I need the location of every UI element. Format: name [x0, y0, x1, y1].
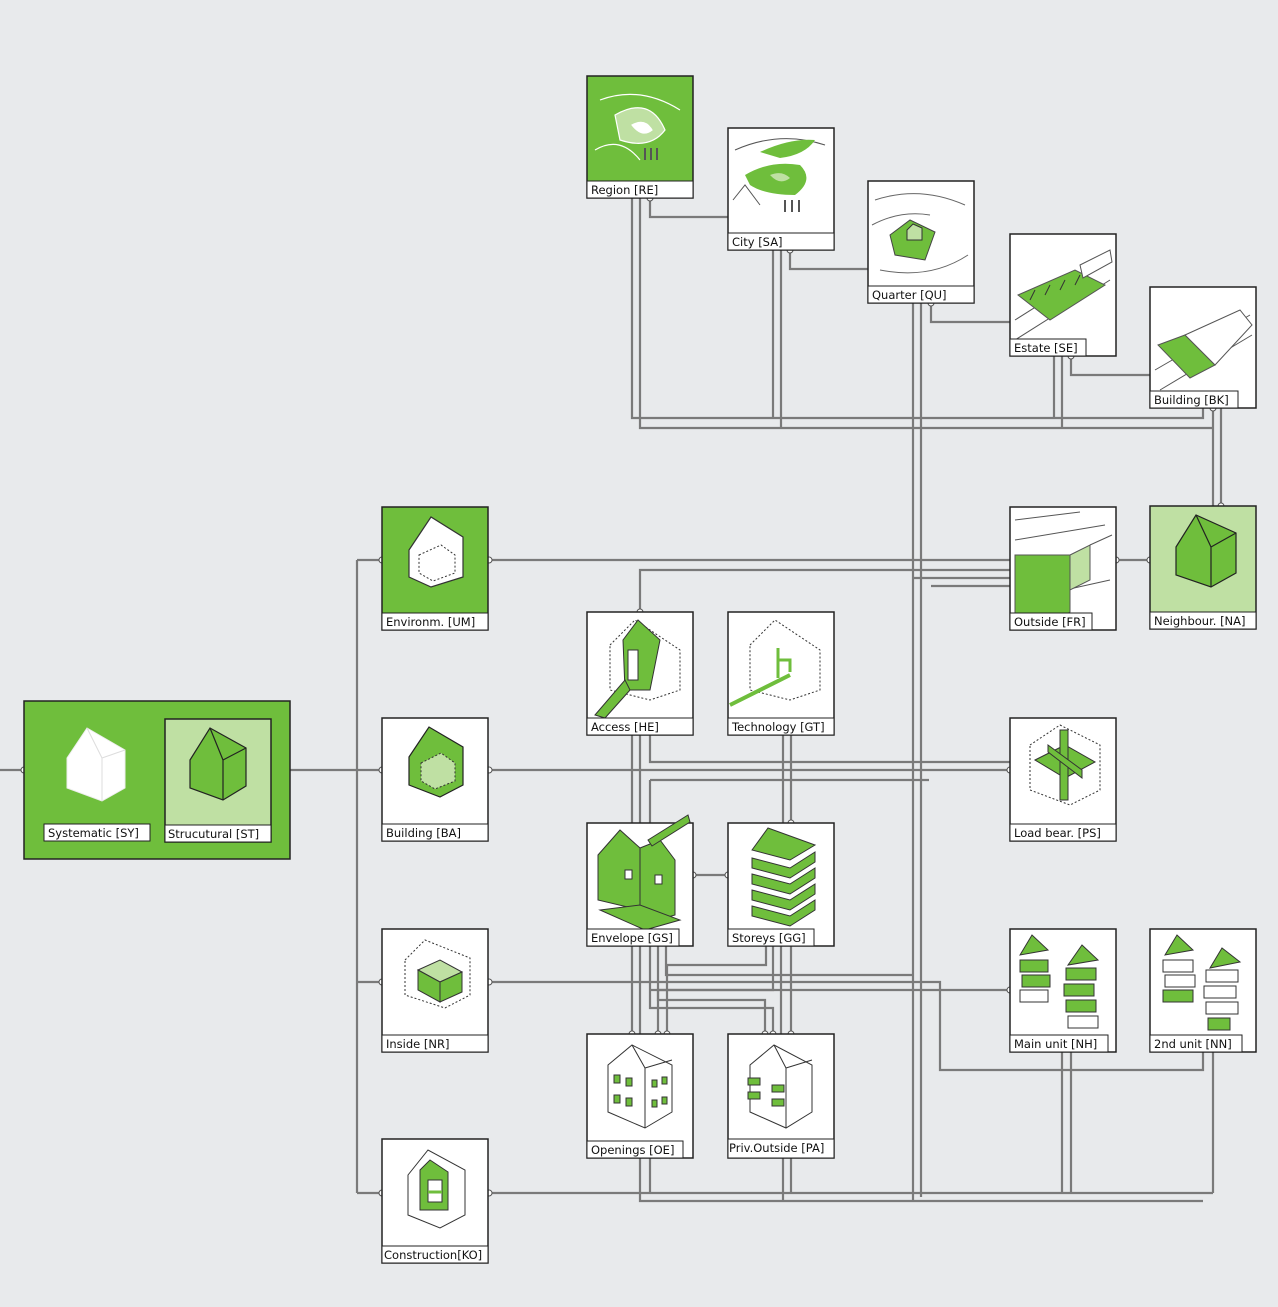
neighbour-house-icon — [1175, 514, 1237, 588]
node-label-inside: Inside [NR] — [386, 1037, 449, 1051]
load-bearing-icon — [1029, 724, 1101, 806]
node-main-unit[interactable]: Main unit [NH] — [1009, 928, 1117, 1053]
node-label-technology: Technology [GT] — [731, 720, 825, 734]
node-label-outside: Outside [FR] — [1014, 615, 1086, 629]
quarter-map-icon — [871, 193, 969, 274]
node-label-systematic: Systematic [SY] — [48, 826, 139, 840]
construction-section-icon — [407, 1149, 466, 1229]
node-label-private-outside: Priv.Outside [PA] — [729, 1141, 824, 1155]
storeys-stack-icon — [751, 827, 817, 927]
node-construction[interactable]: Construction[KO] — [381, 1138, 489, 1264]
envelope-exploded-icon — [597, 814, 691, 931]
node-label-envelope: Envelope [GS] — [591, 931, 673, 945]
node-estate[interactable]: Estate [SE] — [1009, 233, 1117, 357]
node-load-bearing[interactable]: Load bear. [PS] — [1009, 717, 1117, 842]
node-inside[interactable]: Inside [NR] — [381, 928, 489, 1053]
node-openings[interactable]: Openings [OE] — [586, 1033, 694, 1159]
outside-space-icon — [1014, 511, 1113, 631]
node-label-region: Region [RE] — [591, 183, 658, 197]
node-label-city: City [SA] — [732, 235, 783, 249]
balcony-house-icon — [747, 1044, 813, 1129]
building-house-icon — [408, 726, 464, 798]
node-city[interactable]: City [SA] — [727, 127, 835, 251]
node-label-building-bk: Building [BK] — [1154, 393, 1229, 407]
node-technology[interactable]: Technology [GT] — [727, 611, 835, 736]
access-stair-icon — [594, 619, 681, 719]
connector-lines — [0, 198, 1223, 1203]
node-label-main-unit: Main unit [NH] — [1014, 1037, 1097, 1051]
node-label-storeys: Storeys [GG] — [732, 931, 806, 945]
green-house-icon — [189, 727, 247, 801]
main-unit-icon — [1019, 934, 1100, 1029]
node-quarter[interactable]: Quarter [QU] — [867, 180, 975, 304]
white-house-icon — [66, 727, 126, 802]
node-label-building-ba: Building [BA] — [386, 826, 461, 840]
node-access[interactable]: Access [HE] — [586, 611, 694, 736]
region-map-icon — [594, 93, 681, 161]
node-outside[interactable]: Outside [FR] — [1009, 506, 1117, 631]
city-map-icon — [732, 138, 826, 212]
node-private-outside[interactable]: Priv.Outside [PA] — [727, 1033, 835, 1159]
node-envelope[interactable]: Envelope [GS] — [586, 814, 694, 947]
node-label-second-unit: 2nd unit [NN] — [1154, 1037, 1232, 1051]
estate-rowhouses-icon — [1014, 249, 1113, 341]
building-block-icon — [1154, 309, 1253, 391]
node-label-access: Access [HE] — [591, 720, 659, 734]
inside-box-icon — [404, 939, 471, 1009]
node-label-neighbour: Neighbour. [NA] — [1154, 614, 1246, 628]
node-neighbour[interactable]: Neighbour. [NA] — [1149, 505, 1257, 630]
node-environment[interactable]: Environm. [UM] — [381, 506, 489, 631]
node-label-quarter: Quarter [QU] — [872, 288, 947, 302]
node-systematic[interactable]: Systematic [SY] — [43, 727, 151, 842]
node-label-structural: Strucutural [ST] — [168, 827, 259, 841]
technology-pipe-icon — [729, 619, 821, 707]
openings-house-icon — [607, 1044, 673, 1129]
node-label-load-bearing: Load bear. [PS] — [1014, 826, 1101, 840]
node-label-estate: Estate [SE] — [1014, 341, 1078, 355]
house-outline-icon — [408, 516, 464, 588]
node-label-construction: Construction[KO] — [384, 1248, 482, 1262]
node-region[interactable]: Region [RE] — [586, 75, 694, 199]
node-structural[interactable]: Strucutural [ST] — [164, 718, 272, 843]
node-building-bk[interactable]: Building [BK] — [1149, 286, 1257, 409]
node-second-unit[interactable]: 2nd unit [NN] — [1149, 928, 1257, 1053]
node-label-openings: Openings [OE] — [591, 1143, 674, 1157]
node-building-ba[interactable]: Building [BA] — [381, 717, 489, 842]
node-label-environment: Environm. [UM] — [386, 615, 475, 629]
second-unit-icon — [1162, 934, 1242, 1031]
node-storeys[interactable]: Storeys [GG] — [727, 822, 835, 947]
